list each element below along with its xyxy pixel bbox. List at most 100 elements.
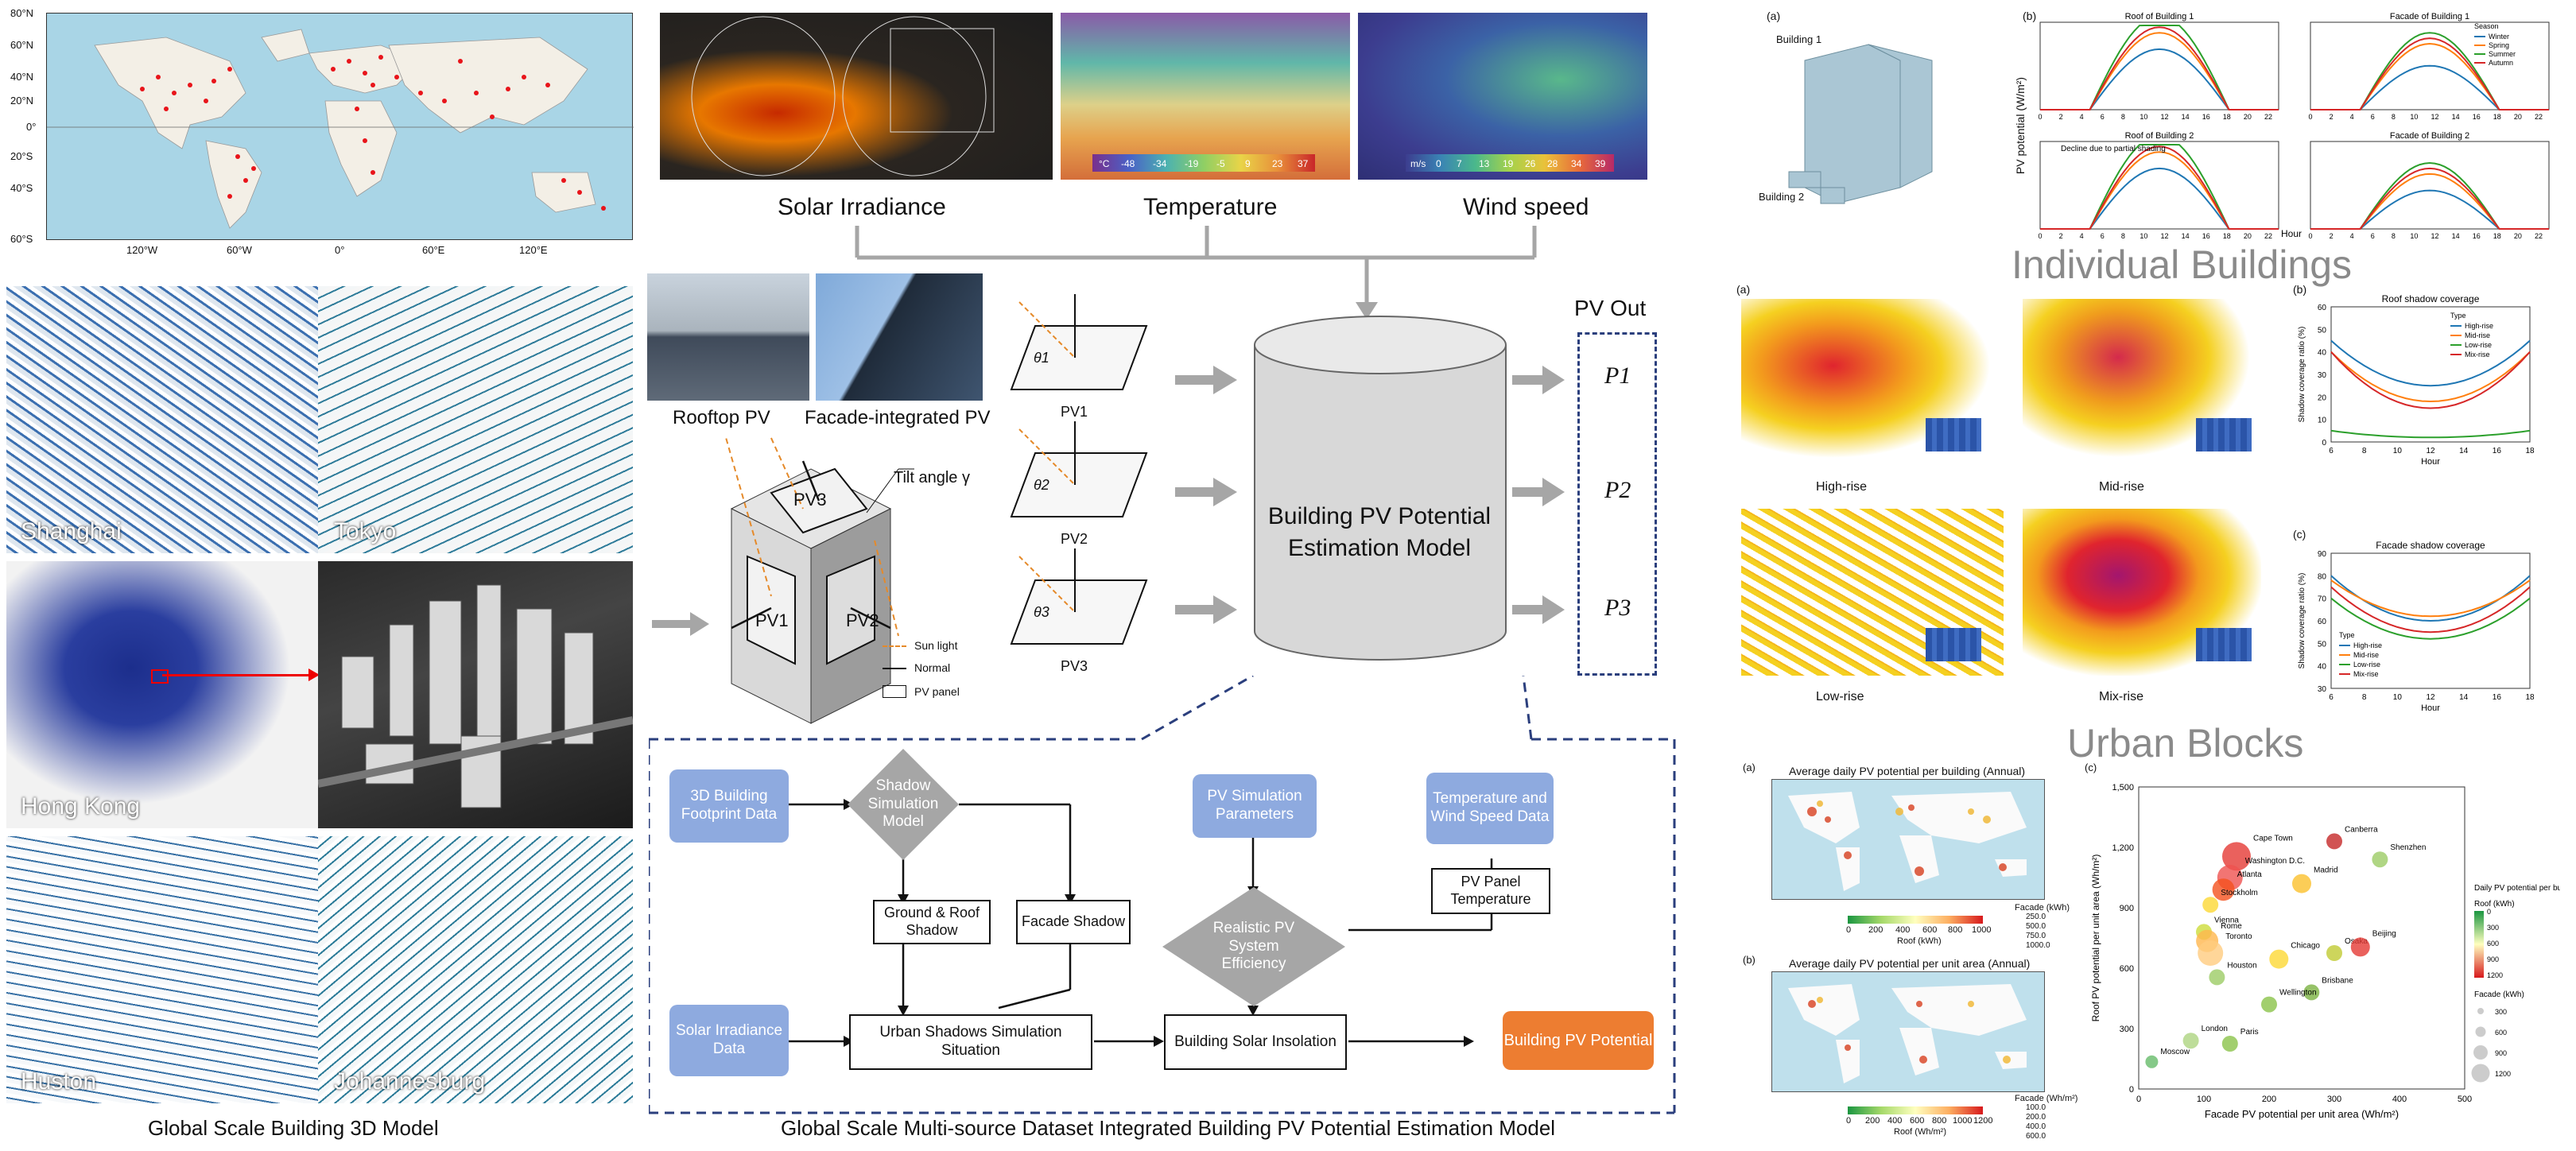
y-tick: 30 xyxy=(2318,685,2327,694)
irradiance-map xyxy=(660,13,1053,180)
x-tick: 10 xyxy=(2393,693,2403,702)
x-tick: 6 xyxy=(2101,232,2105,240)
legend-label: High-rise xyxy=(2353,641,2382,649)
wind-tick: 13 xyxy=(1479,158,1490,169)
city-tile-tokyo: Tokyo xyxy=(318,286,633,553)
lat-label: 60°N xyxy=(10,39,34,51)
y-tick: 80 xyxy=(2318,572,2327,581)
ground-roof-shadow-box: Ground & Roof Shadow xyxy=(873,900,991,944)
tilted-panels xyxy=(1010,294,1148,645)
facade-b-label: Facade (Wh/m²) xyxy=(2015,1094,2078,1103)
city-label: Hong Kong xyxy=(21,793,141,820)
ub-panel-b: (b) xyxy=(2293,283,2307,296)
cbar-b-tick: 600 xyxy=(1910,1116,1925,1126)
type-label: Low-rise xyxy=(1816,690,1864,703)
city-label: Paris xyxy=(2240,1028,2259,1037)
facade-tick: 300 xyxy=(2495,1008,2507,1016)
block-high-rise xyxy=(1741,299,2004,466)
x-tick: 12 xyxy=(2426,447,2435,455)
gl-panel-a: (a) xyxy=(1743,762,1755,773)
cbar-b-tick: 400 xyxy=(1887,1116,1903,1126)
city-label: Cape Town xyxy=(2253,834,2293,843)
x-tick: 20 xyxy=(2514,113,2522,121)
city-tile-hong-kong: Hong Kong xyxy=(6,561,318,828)
facade-b-size: 600.0 xyxy=(2026,1132,2046,1141)
wind-tick: 0 xyxy=(1436,158,1441,169)
building-render xyxy=(1773,29,1964,211)
theta-2: θ2 xyxy=(1034,477,1049,493)
city-point xyxy=(2269,949,2289,969)
building-render-svg xyxy=(1788,44,1933,204)
theta-1: θ1 xyxy=(1034,350,1049,366)
left-caption: Global Scale Building 3D Model xyxy=(148,1116,439,1140)
y-tick: 900 xyxy=(2120,904,2134,913)
x-tick: 100 xyxy=(2197,1095,2211,1104)
x-tick: 0 xyxy=(2038,232,2042,240)
y-tick: 10 xyxy=(2318,417,2327,425)
x-tick: 200 xyxy=(2262,1095,2276,1104)
block-mid-rise xyxy=(2023,299,2261,466)
roof-tick: 1200 xyxy=(2487,971,2503,979)
label-pv3-right: PV3 xyxy=(1061,658,1088,674)
x-tick: 0 xyxy=(2308,232,2312,240)
type-line xyxy=(2330,351,2531,403)
building1-label: Building 1 xyxy=(1776,33,1822,45)
panel-icon xyxy=(883,685,906,698)
x-tick: 10 xyxy=(2140,113,2147,121)
label-pv1: PV1 xyxy=(755,610,789,630)
chart-frame xyxy=(2330,306,2531,443)
city-3d-render xyxy=(318,561,633,828)
type-line xyxy=(2330,429,2531,439)
efficiency-diamond xyxy=(1162,887,1345,1006)
temp-tick: -19 xyxy=(1185,158,1199,169)
city-label: Johannesburg xyxy=(334,1068,486,1095)
city-point xyxy=(2326,833,2342,850)
legend-title: Type xyxy=(2339,631,2355,639)
y-tick: 0 xyxy=(2322,439,2326,448)
temp-tick: 9 xyxy=(1245,158,1251,169)
map-a-title: Average daily PV potential per building … xyxy=(1789,765,2026,777)
temp-tick: -5 xyxy=(1216,158,1225,169)
city-point xyxy=(2145,1055,2159,1068)
city-label: Huston xyxy=(21,1068,97,1095)
city-point xyxy=(2202,897,2219,913)
cbar-b-tick: 200 xyxy=(1865,1116,1880,1126)
city-label: Wellington xyxy=(2279,989,2317,998)
y-tick: 1,200 xyxy=(2112,843,2134,853)
world-map-svg xyxy=(47,29,634,229)
wind-colorbar: m/s 0 7 13 19 26 28 34 39 xyxy=(1406,154,1614,172)
center-caption: Global Scale Multi-source Dataset Integr… xyxy=(781,1116,1556,1140)
map-a xyxy=(1771,779,2045,900)
city-label: Atlanta xyxy=(2237,870,2263,879)
label-facade-pv: Facade-integrated PV xyxy=(805,407,991,428)
subplot-title: Facade of Building 1 xyxy=(2390,12,2469,21)
ib-panel-b: (b) xyxy=(2023,10,2037,22)
legend-normal: Normal xyxy=(914,661,951,674)
type-label: Mix-rise xyxy=(2099,690,2143,703)
cbar-a-tick: 200 xyxy=(1868,925,1884,935)
block-inset xyxy=(1926,628,1981,661)
x-tick: 12 xyxy=(2431,113,2439,121)
city-label: Stockholm xyxy=(2221,889,2258,897)
block-inset xyxy=(1926,418,1981,451)
normal-icon xyxy=(883,668,906,669)
city-point xyxy=(2212,878,2235,901)
y-tick: 1,500 xyxy=(2112,783,2134,793)
x-tick: 14 xyxy=(2452,113,2460,121)
type-line xyxy=(2330,597,2531,640)
x-tick: 6 xyxy=(2371,113,2375,121)
legend-label: Mix-rise xyxy=(2465,351,2490,358)
city-label: Chicago xyxy=(2291,942,2320,951)
temp-tick: 23 xyxy=(1272,158,1283,169)
wind-tick: m/s xyxy=(1410,158,1426,169)
model-cylinder xyxy=(1254,316,1507,661)
facade-b-size: 200.0 xyxy=(2026,1113,2046,1122)
lat-label: 40°N xyxy=(10,71,34,83)
x-tick: 20 xyxy=(2514,232,2522,240)
zoom-arrow xyxy=(162,674,313,676)
x-tick: 8 xyxy=(2392,232,2396,240)
facade-a-size: 250.0 xyxy=(2026,913,2046,921)
